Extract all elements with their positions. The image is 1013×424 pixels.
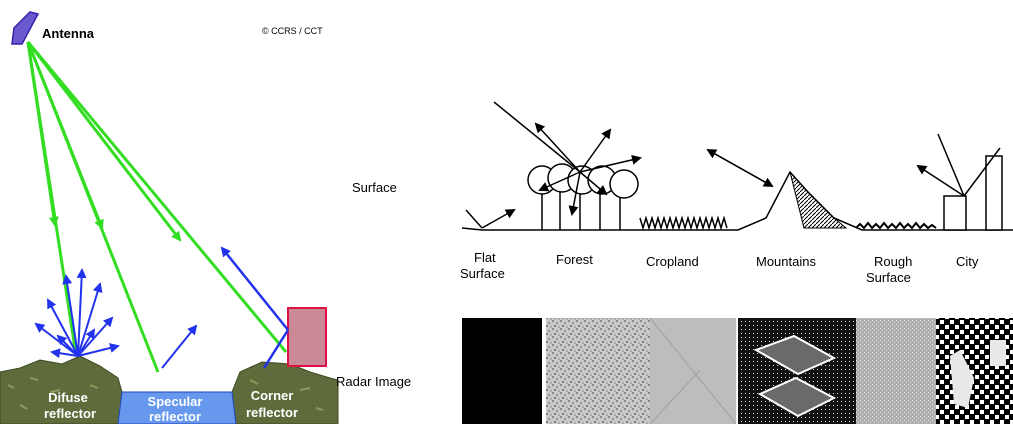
- mountains: [708, 150, 846, 228]
- radar-tile-cropland: [650, 318, 736, 424]
- surface-type-labels: Flat Surface Forest Cropland Mountains R…: [460, 250, 979, 285]
- incident-ray-specular-2: [28, 42, 158, 372]
- radar-tile-mountains: [738, 318, 856, 424]
- radar-tile-flat: [462, 318, 542, 424]
- surface-type-flat-2: Surface: [460, 266, 505, 281]
- surface-type-cropland: Cropland: [646, 254, 699, 269]
- incident-ray-corner-2: [28, 42, 286, 352]
- surface-type-rough-1: Rough: [874, 254, 912, 269]
- surface-type-forest: Forest: [556, 252, 593, 267]
- radar-tile-rough: [856, 318, 936, 424]
- radar-tile-city: [936, 318, 1013, 424]
- surface-type-city: City: [956, 254, 979, 269]
- surface-type-mountains: Mountains: [756, 254, 816, 269]
- radar-row-label: Radar Image: [336, 374, 411, 389]
- antenna-label: Antenna: [42, 26, 95, 41]
- cropland: [640, 218, 727, 228]
- diffuse-label-1: Difuse: [48, 390, 88, 405]
- specular-label-1: Specular: [148, 394, 203, 409]
- specular-reflection: [162, 326, 196, 368]
- specular-label-2: reflector: [149, 409, 201, 424]
- surface-type-flat-1: Flat: [474, 250, 496, 265]
- diffuse-scatter: [36, 270, 118, 356]
- flat-surface: [466, 210, 514, 228]
- surface-row-label: Surface: [352, 180, 397, 195]
- reflector-labels: Difuse reflector Specular reflector Corn…: [44, 388, 298, 424]
- radar-image-strip: [462, 318, 1013, 424]
- corner-reflection: [222, 248, 288, 368]
- rough-surface: [856, 223, 936, 228]
- diffuse-label-2: reflector: [44, 406, 96, 421]
- incident-rays: [28, 42, 286, 372]
- antenna-icon: [12, 12, 38, 44]
- corner-label-1: Corner: [251, 388, 294, 403]
- copyright-label: © CCRS / CCT: [262, 26, 323, 36]
- city: [918, 134, 1002, 230]
- corner-label-2: reflector: [246, 405, 298, 420]
- right-panel: Surface Radar Image: [336, 102, 1013, 424]
- building: [288, 308, 326, 366]
- left-panel: Antenna © CCRS / CCT: [0, 12, 338, 424]
- radar-tile-forest: [546, 318, 650, 424]
- surface-type-rough-2: Surface: [866, 270, 911, 285]
